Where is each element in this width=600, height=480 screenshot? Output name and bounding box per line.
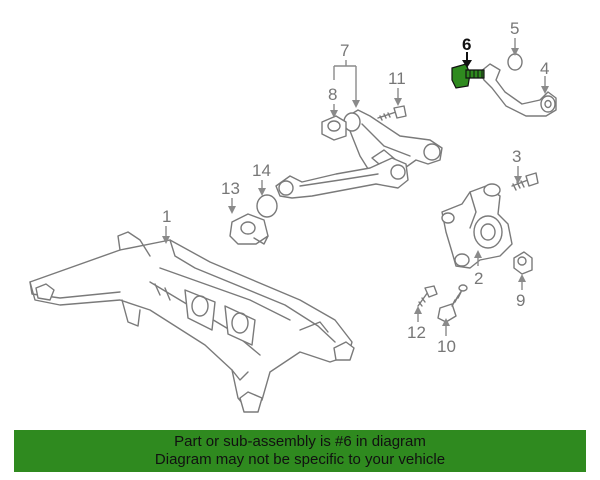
parts-diagram: 1 2 3 4 5 6 7 8 9 10 11 12 13 14 <box>29 19 557 413</box>
part-4-upper-arm[interactable] <box>479 63 557 117</box>
leader-lines <box>162 38 549 336</box>
part-12-bolt[interactable] <box>417 285 438 307</box>
callout-4[interactable]: 4 <box>540 59 549 78</box>
part-8-bushing[interactable] <box>321 115 347 141</box>
part-11-bolt[interactable] <box>377 105 407 121</box>
callout-6[interactable]: 6 <box>462 35 471 54</box>
banner-line-1: Part or sub-assembly is #6 in diagram <box>174 433 426 450</box>
callout-9[interactable]: 9 <box>516 291 525 310</box>
part-2-knuckle[interactable] <box>441 183 513 269</box>
part-10-bolt[interactable] <box>437 284 468 323</box>
callout-1[interactable]: 1 <box>162 207 171 226</box>
part-5-bushing[interactable] <box>507 53 523 71</box>
callout-7[interactable]: 7 <box>340 41 349 60</box>
part-13-bushing[interactable] <box>229 213 269 245</box>
callout-3[interactable]: 3 <box>512 147 521 166</box>
callout-11[interactable]: 11 <box>388 69 406 88</box>
part-7-lower-arm[interactable] <box>343 109 443 181</box>
callout-labels: 1 2 3 4 5 6 7 8 9 10 11 12 13 14 <box>162 19 549 356</box>
callout-2[interactable]: 2 <box>474 269 483 288</box>
part-14-trailing-arm[interactable] <box>256 157 409 218</box>
banner-line-2: Diagram may not be specific to your vehi… <box>154 451 446 468</box>
part-9-bushing[interactable] <box>513 251 533 275</box>
callout-5[interactable]: 5 <box>510 19 519 38</box>
info-banner: Part or sub-assembly is #6 in diagram Di… <box>14 430 586 472</box>
part-1-crossmember[interactable] <box>29 231 355 413</box>
callout-10[interactable]: 10 <box>437 337 456 356</box>
callout-12[interactable]: 12 <box>407 323 426 342</box>
callout-13[interactable]: 13 <box>221 179 240 198</box>
callout-8[interactable]: 8 <box>328 85 337 104</box>
part-6-bolt-highlighted[interactable] <box>451 63 485 89</box>
callout-14[interactable]: 14 <box>252 161 271 180</box>
part-3-bolt[interactable] <box>511 172 539 191</box>
